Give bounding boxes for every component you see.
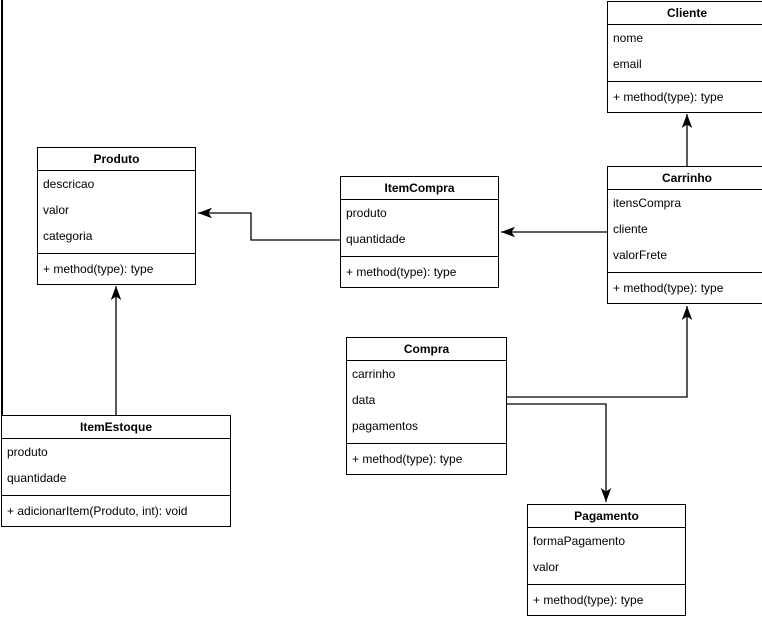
class-method: + method(type): type (613, 90, 724, 104)
class-name: Produto (38, 148, 195, 171)
class-name: ItemEstoque (2, 416, 230, 439)
class-attribute: carrinho (352, 367, 396, 381)
class-attribute: valorFrete (613, 248, 668, 262)
class-attribute: valor (533, 560, 560, 574)
attributes-section: produto quantidade (341, 200, 498, 256)
class-box-compra: Compra carrinho data pagamentos + method… (346, 337, 507, 475)
attributes-section: carrinho data pagamentos (347, 361, 506, 443)
class-method: + method(type): type (533, 593, 644, 607)
class-method: + method(type): type (352, 452, 463, 466)
attributes-section: itensCompra cliente valorFrete (608, 190, 762, 272)
class-box-carrinho: Carrinho itensCompra cliente valorFrete … (607, 166, 762, 304)
methods-section: + method(type): type (528, 584, 685, 615)
class-box-pagamento: Pagamento formaPagamento valor + method(… (527, 504, 686, 616)
methods-section: + method(type): type (608, 81, 762, 112)
methods-section: + method(type): type (38, 253, 195, 284)
attributes-section: descricao valor categoria (38, 171, 195, 253)
class-name: Cliente (608, 2, 762, 25)
class-attribute: itensCompra (613, 196, 682, 210)
class-attribute: email (613, 57, 642, 71)
methods-section: + method(type): type (341, 256, 498, 287)
attributes-section: produto quantidade (2, 439, 230, 495)
methods-section: + method(type): type (608, 272, 762, 303)
methods-section: + adicionarItem(Produto, int): void (2, 495, 230, 526)
class-method: + method(type): type (346, 265, 457, 279)
class-attribute: formaPagamento (533, 534, 626, 548)
class-attribute: quantidade (346, 232, 406, 246)
class-attribute: nome (613, 31, 644, 45)
class-name: ItemCompra (341, 177, 498, 200)
class-attribute: valor (43, 203, 70, 217)
relation-compra-carrinho (507, 306, 693, 398)
class-box-itemestoque: ItemEstoque produto quantidade + adicion… (1, 415, 231, 527)
class-attribute: quantidade (7, 471, 67, 485)
class-name: Carrinho (608, 167, 762, 190)
class-method: + method(type): type (613, 281, 724, 295)
class-box-itemcompra: ItemCompra produto quantidade + method(t… (340, 176, 499, 288)
class-box-cliente: Cliente nome email + method(type): type (607, 1, 762, 113)
class-attribute: data (352, 393, 376, 407)
relation-compra-pagamento (507, 403, 612, 502)
relation-itemcompra-produto (198, 207, 340, 241)
class-name: Pagamento (528, 505, 685, 528)
class-method: + method(type): type (43, 262, 154, 276)
class-name: Compra (347, 338, 506, 361)
attributes-section: nome email (608, 25, 762, 81)
class-attribute: cliente (613, 222, 648, 236)
class-attribute: descricao (43, 177, 95, 191)
class-attribute: produto (346, 206, 387, 220)
methods-section: + method(type): type (347, 443, 506, 474)
attributes-section: formaPagamento valor (528, 528, 685, 584)
class-attribute: categoria (43, 229, 93, 243)
class-box-produto: Produto descricao valor categoria + meth… (37, 147, 196, 285)
class-method: + adicionarItem(Produto, int): void (7, 504, 188, 518)
class-attribute: pagamentos (352, 419, 419, 433)
class-attribute: produto (7, 445, 48, 459)
